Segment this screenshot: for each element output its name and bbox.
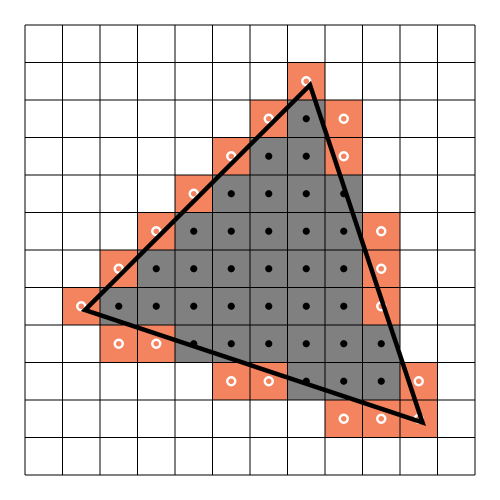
edge-sample-marker	[263, 113, 274, 124]
edge-sample-marker	[413, 376, 424, 387]
edge-pixel-cell	[137, 212, 175, 250]
edge-sample-marker	[376, 226, 387, 237]
inside-sample-dot	[340, 302, 348, 310]
inside-sample-dot	[152, 265, 160, 273]
triangle-outline	[80, 80, 427, 427]
edge-pixel-cell	[212, 362, 250, 400]
inside-sample-dot	[227, 190, 235, 198]
inside-sample-dot	[340, 340, 348, 348]
inside-sample-dot	[302, 227, 310, 235]
inside-sample-dot	[340, 227, 348, 235]
inside-sample-dot	[190, 227, 198, 235]
inside-sample-dot	[340, 265, 348, 273]
inside-sample-dot	[190, 265, 198, 273]
pixel-cells	[62, 62, 438, 438]
edge-sample-marker	[151, 338, 162, 349]
inside-sample-dot	[302, 190, 310, 198]
edge-pixel-cell	[287, 62, 325, 100]
edge-sample-marker	[338, 113, 349, 124]
edge-sample-marker	[338, 151, 349, 162]
inside-sample-dot	[265, 152, 273, 160]
inside-sample-dot	[227, 265, 235, 273]
edge-pixel-cell	[362, 212, 400, 250]
edge-sample-marker	[263, 376, 274, 387]
inside-sample-dot	[152, 302, 160, 310]
edge-sample-marker	[301, 76, 312, 87]
edge-pixel-cell	[100, 325, 138, 363]
edge-sample-marker	[113, 338, 124, 349]
edge-pixel-cell	[100, 250, 138, 288]
edge-sample-marker	[376, 263, 387, 274]
edge-pixel-cell	[325, 400, 363, 438]
edge-sample-marker	[113, 263, 124, 274]
inside-sample-dot	[265, 227, 273, 235]
edge-sample-marker	[151, 226, 162, 237]
edge-pixel-cell	[250, 100, 288, 138]
edge-sample-marker	[226, 151, 237, 162]
edge-pixel-cell	[62, 287, 100, 325]
inside-sample-dot	[302, 340, 310, 348]
inside-sample-dot	[265, 265, 273, 273]
inside-sample-dot	[377, 340, 385, 348]
inside-sample-dot	[190, 302, 198, 310]
inside-sample-dot	[265, 190, 273, 198]
inside-sample-dot	[302, 115, 310, 123]
inside-sample-dot	[227, 227, 235, 235]
inside-sample-dot	[302, 152, 310, 160]
inside-sample-dot	[265, 302, 273, 310]
edge-pixel-cell	[325, 100, 363, 138]
inside-sample-dot	[302, 265, 310, 273]
edge-pixel-cell	[175, 175, 213, 213]
edge-sample-marker	[188, 188, 199, 199]
inside-sample-dot	[377, 377, 385, 385]
inside-sample-dot	[302, 302, 310, 310]
inside-sample-dots	[115, 115, 385, 385]
edge-sample-marker	[226, 376, 237, 387]
edge-sample-marker	[376, 413, 387, 424]
pixel-grid	[24, 24, 476, 476]
edge-pixel-cell	[212, 137, 250, 175]
inside-sample-dot	[115, 302, 123, 310]
inside-sample-dot	[227, 340, 235, 348]
inside-sample-dot	[265, 340, 273, 348]
inside-sample-dot	[340, 377, 348, 385]
inside-sample-dot	[227, 302, 235, 310]
edge-sample-marker	[76, 301, 87, 312]
edge-sample-marker	[338, 413, 349, 424]
